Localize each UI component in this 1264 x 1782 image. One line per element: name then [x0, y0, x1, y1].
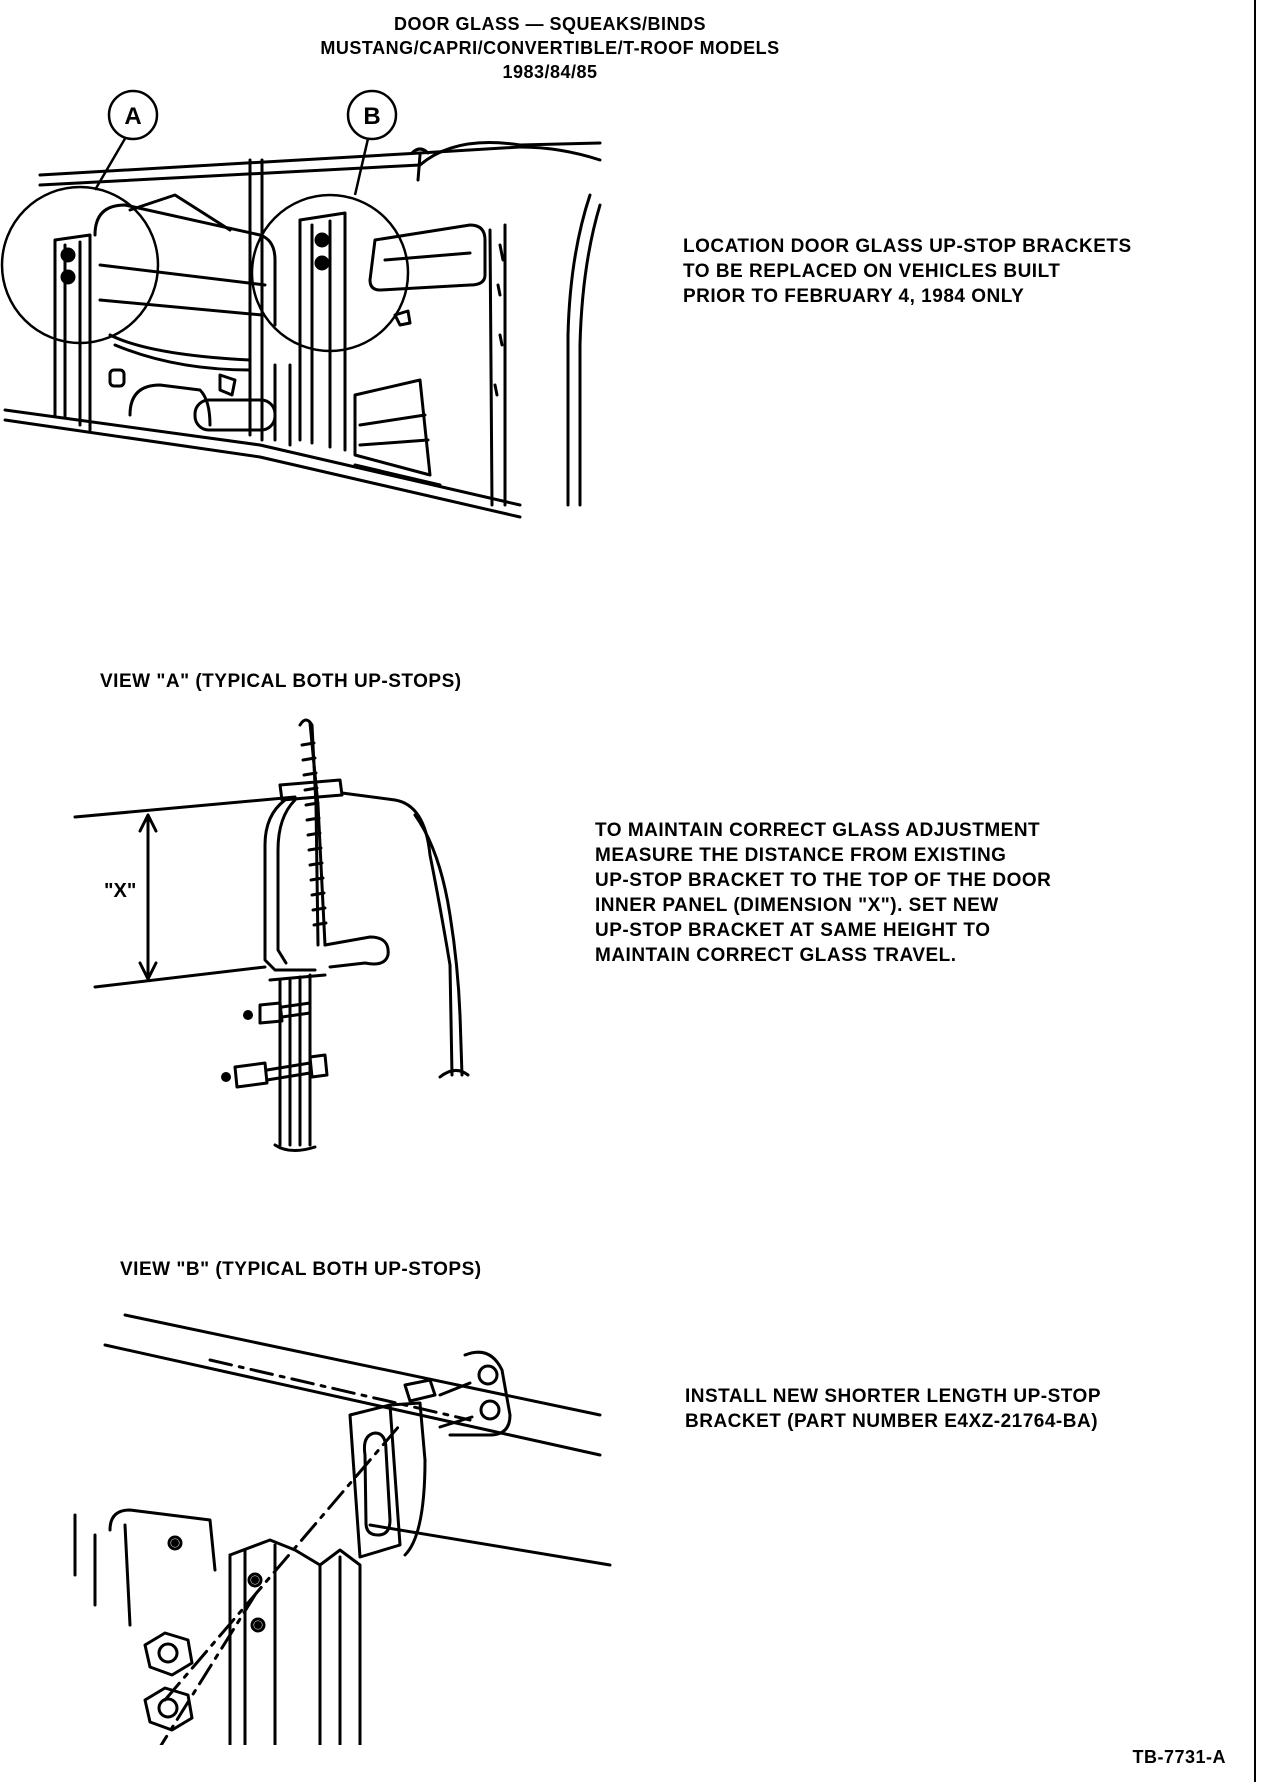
- header-years: 1983/84/85: [502, 62, 598, 82]
- install-note: INSTALL NEW SHORTER LENGTH UP-STOP BRACK…: [685, 1384, 1101, 1434]
- callout-b-circle: [346, 89, 398, 141]
- view-a-illustration: "X": [73, 718, 470, 1152]
- header-title: DOOR GLASS — SQUEAKS/BINDS: [393, 14, 707, 34]
- view-b-illustration: [73, 1313, 612, 1745]
- header-models: MUSTANG/CAPRI/CONVERTIBLE/T-ROOF MODELS: [320, 38, 780, 58]
- adjustment-note-line: MEASURE THE DISTANCE FROM EXISTING: [595, 845, 1007, 866]
- callout-a-label: A: [124, 103, 141, 130]
- callout-a-circle: [107, 89, 159, 141]
- adjustment-note-line: MAINTAIN CORRECT GLASS TRAVEL.: [595, 945, 957, 966]
- document-number: TB-7731-A: [1132, 1747, 1226, 1767]
- install-note-line: BRACKET (PART NUMBER E4XZ-21764-BA): [685, 1411, 1099, 1432]
- location-note: LOCATION DOOR GLASS UP-STOP BRACKETS TO …: [683, 234, 1132, 309]
- door-location-illustration: A B: [0, 89, 602, 519]
- callout-b-label: B: [363, 103, 380, 130]
- adjustment-note: TO MAINTAIN CORRECT GLASS ADJUSTMENT MEA…: [595, 818, 1051, 968]
- install-note-line: INSTALL NEW SHORTER LENGTH UP-STOP: [685, 1386, 1102, 1407]
- view-a-label: VIEW "A" (TYPICAL BOTH UP-STOPS): [100, 671, 462, 692]
- location-note-line: TO BE REPLACED ON VEHICLES BUILT: [683, 261, 1061, 282]
- location-note-line: LOCATION DOOR GLASS UP-STOP BRACKETS: [683, 236, 1132, 257]
- adjustment-note-line: INNER PANEL (DIMENSION "X"). SET NEW: [595, 895, 999, 916]
- adjustment-note-line: UP-STOP BRACKET TO THE TOP OF THE DOOR: [595, 870, 1052, 891]
- page-edge-line: [1254, 0, 1256, 1782]
- adjustment-note-line: UP-STOP BRACKET AT SAME HEIGHT TO: [595, 920, 991, 941]
- location-note-line: PRIOR TO FEBRUARY 4, 1984 ONLY: [683, 286, 1025, 307]
- document-header: DOOR GLASS — SQUEAKS/BINDS MUSTANG/CAPRI…: [200, 12, 900, 84]
- dimension-x-label: "X": [104, 880, 136, 902]
- adjustment-note-line: TO MAINTAIN CORRECT GLASS ADJUSTMENT: [595, 820, 1041, 841]
- view-b-label: VIEW "B" (TYPICAL BOTH UP-STOPS): [120, 1259, 482, 1280]
